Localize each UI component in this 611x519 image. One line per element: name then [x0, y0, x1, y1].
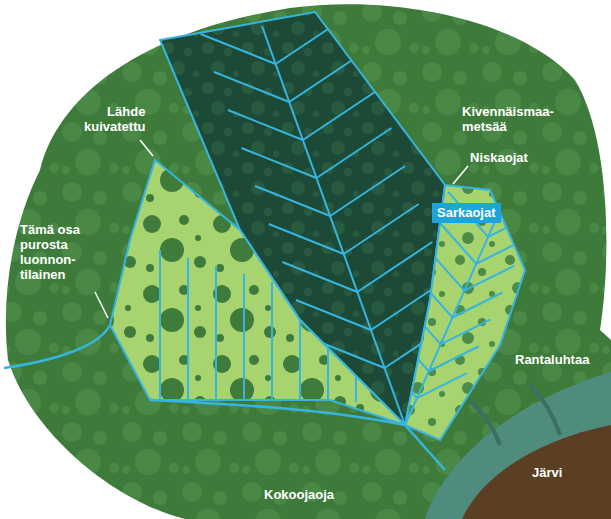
ditch-line	[276, 14, 351, 64]
ditch-line	[389, 326, 429, 371]
area-label: Järvi	[532, 465, 562, 480]
shore-meadow	[425, 372, 611, 519]
area-label: Niskaojat	[470, 150, 528, 165]
ditch-line	[441, 319, 491, 344]
left-drained-area	[110, 160, 405, 425]
mineral-soil-forest	[6, 4, 611, 519]
ditch-line	[303, 90, 378, 140]
ditch-line	[201, 34, 276, 64]
ditch-line	[159, 250, 161, 402]
leader-line	[95, 292, 108, 318]
ditch-line	[327, 298, 329, 402]
ditch-line	[355, 306, 357, 402]
ditch-line	[310, 338, 385, 368]
ditch-line	[255, 186, 330, 216]
area-label: Kivennäismaa- metsää	[462, 104, 554, 134]
leader-line	[140, 140, 153, 156]
ditch-line	[241, 148, 316, 178]
ditch-line	[296, 300, 371, 330]
ditch-network	[160, 14, 538, 425]
label-box: Sarkaojat	[432, 203, 501, 223]
ditch-line	[243, 274, 245, 402]
ditch-line	[401, 299, 441, 344]
area-label: Tämä osa purosta luonnon- tilainen	[20, 222, 100, 282]
ditch-line	[262, 26, 405, 425]
shore-stripes	[470, 385, 560, 445]
ditch-line	[289, 52, 364, 102]
area-label: Lähde kuivatettu	[84, 104, 145, 134]
ditch-line	[413, 273, 453, 318]
ditch-line	[357, 242, 432, 292]
ditch-line	[377, 353, 417, 398]
ditch-line	[187, 258, 189, 402]
right-drained-area	[405, 185, 525, 440]
box-text: Sarkaojat	[437, 205, 496, 220]
ditch-line	[282, 262, 357, 292]
ditch-line	[316, 128, 391, 178]
ditch-line	[436, 219, 476, 264]
ditch-line	[344, 204, 419, 254]
ditch-line	[271, 282, 273, 402]
ditch-line	[330, 166, 405, 216]
ditch-line	[299, 290, 301, 402]
ditch-line	[424, 246, 464, 291]
area-label: Kokoojaoja	[264, 487, 334, 502]
ditch-line	[464, 266, 514, 291]
ditch-line	[371, 280, 446, 330]
ditch-line	[453, 293, 503, 318]
leader-line	[453, 166, 468, 184]
ditch-line	[476, 239, 526, 264]
ditch-line	[429, 346, 479, 371]
ditch-line	[215, 266, 217, 402]
ditch-line	[214, 72, 289, 102]
lake	[462, 425, 611, 519]
ditch-line	[417, 373, 467, 398]
collector-ditch	[4, 325, 445, 470]
ditch-line	[269, 224, 344, 254]
ditch-line	[228, 110, 303, 140]
area-label: Rantaluhtaa	[515, 352, 589, 367]
